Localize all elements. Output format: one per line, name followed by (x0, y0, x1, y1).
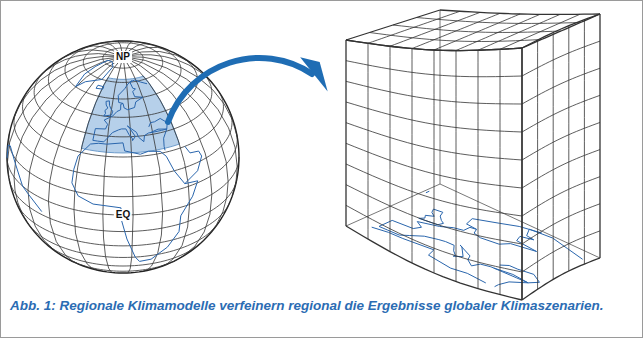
grid-line (345, 40, 346, 226)
coastline (93, 126, 167, 150)
grid-line (522, 14, 600, 48)
grid-line (568, 26, 569, 271)
grid-line (412, 49, 413, 263)
map-coastline (379, 220, 583, 259)
grid-line (368, 43, 369, 239)
coastline (7, 145, 42, 212)
coastline (104, 101, 113, 116)
grid-line (434, 50, 435, 273)
grid-line (522, 204, 600, 244)
side-face (522, 14, 600, 300)
pole-label: NP (114, 51, 132, 63)
grid-line (522, 122, 600, 160)
back-edge (440, 10, 441, 184)
grid-line (584, 20, 585, 264)
grid-line (522, 68, 600, 104)
grid-line (521, 48, 522, 300)
coastline (75, 60, 112, 86)
grid-line (522, 150, 600, 188)
grid-line (417, 18, 581, 24)
grid-line (434, 14, 520, 50)
grid-line (599, 14, 600, 258)
zoom-arrow (168, 57, 332, 122)
grid-line (522, 41, 600, 76)
map-coastline (379, 226, 528, 286)
grid-line (440, 10, 600, 14)
grid-line (390, 12, 480, 46)
coastline (72, 143, 198, 262)
coastline (185, 146, 202, 183)
figure-caption: Abb. 1: Regionale Klimamodelle verfeiner… (10, 297, 634, 314)
equator-label: EQ (114, 209, 132, 221)
coastline (118, 80, 132, 103)
regional-grid-box (346, 10, 600, 300)
coastline (149, 118, 167, 132)
grid-line (522, 177, 600, 216)
grid-line (522, 231, 600, 272)
grid-line (500, 14, 580, 49)
grid-line (346, 10, 440, 40)
grid-line (522, 14, 600, 48)
top-face (346, 10, 600, 51)
grid-line (500, 49, 501, 294)
front-face (346, 40, 522, 300)
grid-line (537, 40, 538, 289)
grid-line (521, 48, 522, 300)
arrow-head (296, 57, 332, 91)
coastline (93, 80, 147, 140)
grid-line (522, 258, 600, 300)
coastline (96, 85, 104, 89)
grid-line (456, 51, 457, 282)
grid-line (390, 46, 391, 251)
grid-line (368, 11, 460, 43)
arrow-shaft (168, 58, 312, 122)
grid-line (412, 13, 500, 48)
grid-line (553, 32, 554, 279)
grid-line (478, 50, 479, 288)
map-coastline (426, 191, 429, 193)
grid-line (478, 14, 560, 50)
